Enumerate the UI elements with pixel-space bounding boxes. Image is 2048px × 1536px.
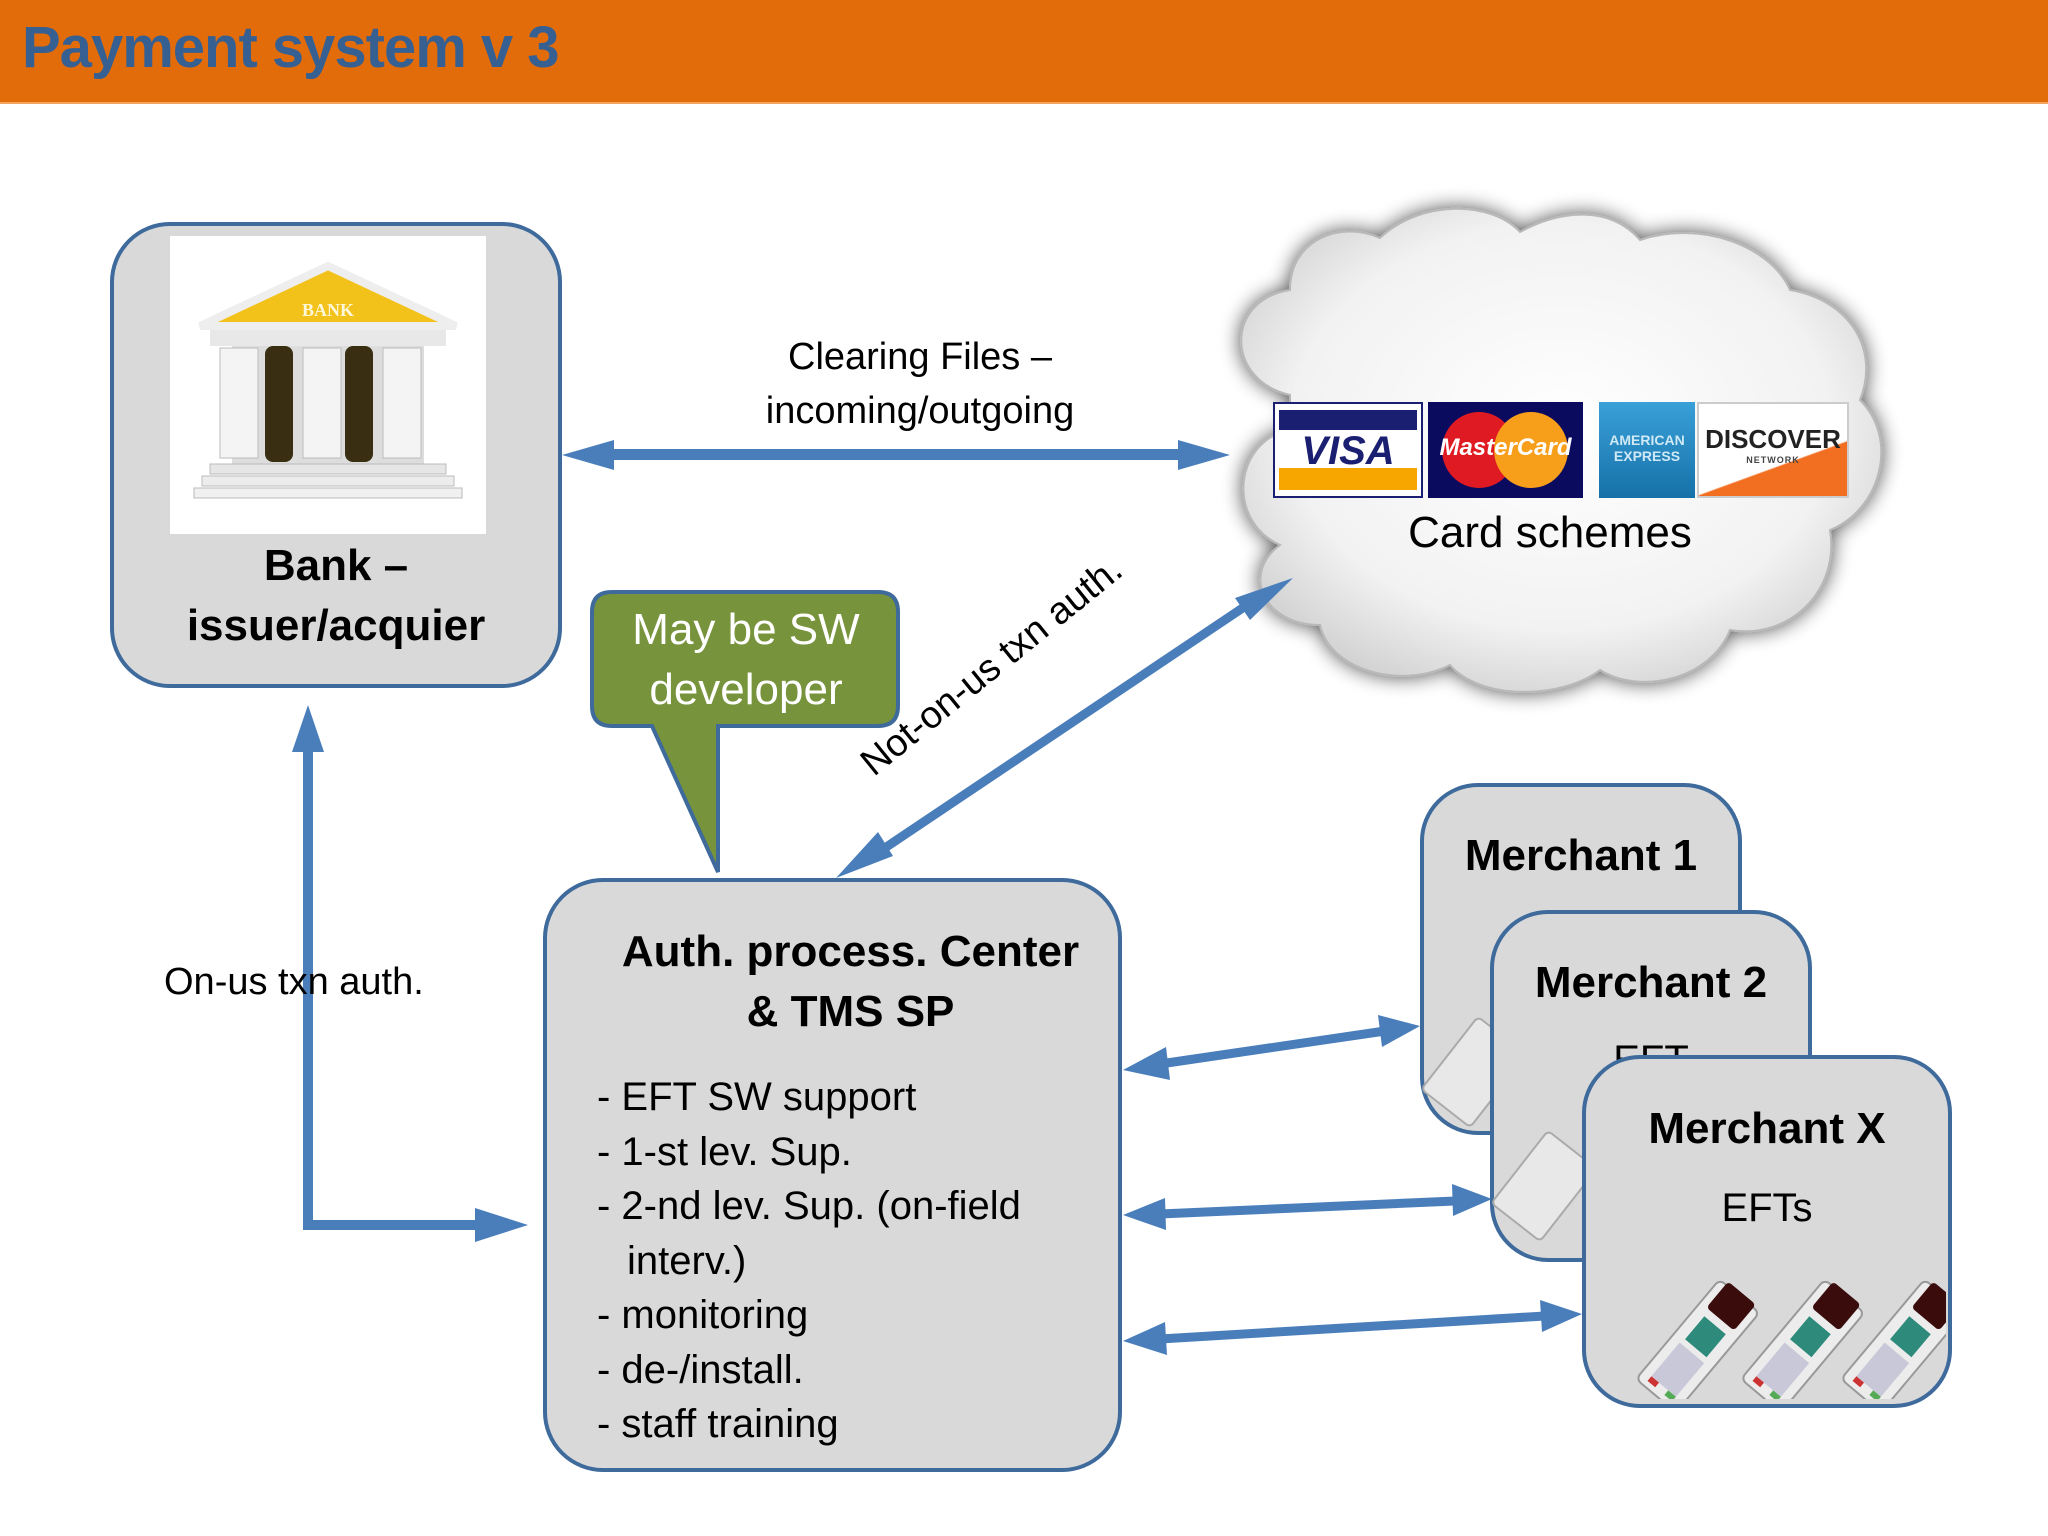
slide-header: Payment system v 3 xyxy=(0,0,2048,104)
clearing-files-arrow xyxy=(562,440,1230,470)
bank-label: Bank – issuer/acquier xyxy=(186,541,486,650)
merchant-2-arrow xyxy=(1123,1184,1492,1230)
amex-logo: AMERICAN EXPRESS xyxy=(1599,402,1695,498)
clearing-files-label: Clearing Files – incoming/outgoing xyxy=(765,336,1075,432)
bank-box: BANK Bank – issuer/acquier xyxy=(110,222,562,688)
pos-terminal-icon xyxy=(1637,1280,1758,1399)
visa-logo: VISA xyxy=(1273,402,1423,498)
merchant-1-title: Merchant 1 xyxy=(1464,831,1698,880)
service-item: - de-/install. xyxy=(597,1347,804,1392)
merchant-x-arrow xyxy=(1123,1300,1582,1355)
service-item: - EFT SW support xyxy=(597,1075,917,1119)
mastercard-logo: MasterCard xyxy=(1428,402,1583,498)
pos-terminal-icon xyxy=(1742,1280,1863,1399)
merchant-1-arrow xyxy=(1123,1015,1420,1080)
on-us-arrow xyxy=(292,705,528,1242)
merchant-x-box: Merchant X EFTs xyxy=(1582,1055,1952,1408)
auth-center-services: - EFT SW support - 1-st lev. Sup. - 2-nd… xyxy=(597,1070,1021,1452)
service-item: interv.) xyxy=(627,1238,747,1283)
auth-center-title: Auth. process. Center & TMS SP xyxy=(621,927,1080,1036)
bank-building-icon: BANK xyxy=(170,236,486,534)
card-schemes-label: Card schemes xyxy=(1408,508,1692,557)
sw-developer-callout: May be SW developer xyxy=(632,605,860,714)
not-on-us-arrow xyxy=(836,578,1293,878)
discover-logo: DISCOVER NETWORK xyxy=(1697,402,1849,498)
service-item: - staff training xyxy=(597,1402,839,1446)
merchant-2-title: Merchant 2 xyxy=(1534,958,1768,1007)
service-item: - 1-st lev. Sup. xyxy=(597,1129,852,1174)
merchant-x-sub: EFTs xyxy=(1721,1186,1813,1230)
svg-text:BANK: BANK xyxy=(302,300,354,320)
on-us-label: On-us txn auth. xyxy=(164,961,424,1003)
auth-processing-center-box: Auth. process. Center & TMS SP - EFT SW … xyxy=(543,878,1122,1472)
sw-developer-callout-shape xyxy=(590,590,900,873)
merchant-x-title: Merchant X xyxy=(1648,1104,1886,1153)
pos-terminal-icon xyxy=(1842,1280,1946,1399)
slide-title: Payment system v 3 xyxy=(22,15,560,80)
service-item: - 2-nd lev. Sup. (on-field xyxy=(597,1184,1021,1228)
pos-terminals xyxy=(1637,1280,1946,1399)
service-item: - monitoring xyxy=(597,1293,809,1337)
